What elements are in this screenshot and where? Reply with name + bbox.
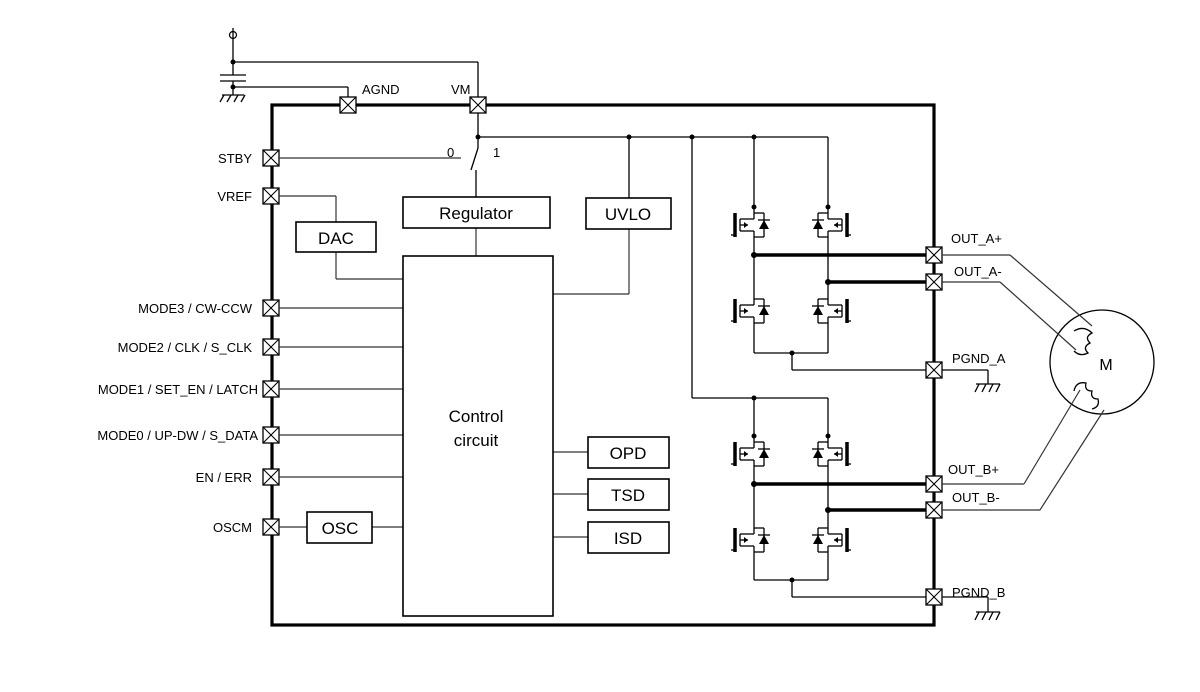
vm-switch bbox=[470, 113, 481, 197]
pin-pgnd-a bbox=[925, 361, 943, 379]
pin-vm bbox=[469, 96, 487, 114]
pin-mode0 bbox=[262, 426, 280, 444]
pin-label-pgnd-a: PGND_A bbox=[952, 351, 1006, 366]
pin-stby bbox=[262, 149, 280, 167]
dac-block bbox=[295, 221, 377, 253]
isd-block bbox=[587, 521, 670, 554]
left-wiring bbox=[279, 157, 630, 538]
h-bridge-a bbox=[729, 137, 926, 371]
dac-label: DAC bbox=[318, 229, 354, 248]
pin-label-vref: VREF bbox=[217, 189, 252, 204]
isd-label: ISD bbox=[614, 529, 642, 548]
mosfet-icon bbox=[729, 434, 772, 474]
pin-out-b-minus bbox=[925, 501, 943, 519]
pin-oscm bbox=[262, 518, 280, 536]
ground-icon bbox=[219, 94, 246, 103]
regulator-label: Regulator bbox=[439, 204, 513, 223]
uvlo-block bbox=[585, 197, 672, 230]
regulator-block bbox=[402, 196, 551, 229]
pin-label-out-a-plus: OUT_A+ bbox=[951, 231, 1002, 246]
mosfet-icon bbox=[729, 520, 772, 560]
external-supply bbox=[219, 28, 479, 103]
pin-en bbox=[262, 468, 280, 486]
pin-out-a-minus bbox=[925, 273, 943, 291]
pin-label-mode3: MODE3 / CW-CCW bbox=[138, 301, 253, 316]
mosfet-icon bbox=[810, 434, 853, 474]
tsd-label: TSD bbox=[611, 486, 645, 505]
pin-label-vm: VM bbox=[451, 82, 471, 97]
switch-pos0-label: 0 bbox=[447, 145, 454, 160]
vm-bus bbox=[478, 134, 828, 401]
coil-b-icon bbox=[1073, 382, 1100, 410]
osc-label: OSC bbox=[322, 519, 359, 538]
pin-out-b-plus bbox=[925, 475, 943, 493]
pin-vref bbox=[262, 187, 280, 205]
pin-label-en: EN / ERR bbox=[196, 470, 252, 485]
pin-pgnd-b bbox=[925, 588, 943, 606]
pin-label-mode0: MODE0 / UP-DW / S_DATA bbox=[97, 428, 258, 443]
switch-pos1-label: 1 bbox=[493, 145, 500, 160]
pin-label-out-a-minus: OUT_A- bbox=[954, 264, 1002, 279]
control-circuit-block bbox=[402, 255, 554, 617]
tsd-block bbox=[587, 478, 670, 511]
pin-label-pgnd-b: PGND_B bbox=[952, 585, 1005, 600]
pin-mode1 bbox=[262, 380, 280, 398]
ground-icon bbox=[942, 596, 1001, 621]
pin-agnd bbox=[339, 96, 357, 114]
motor-label: M bbox=[1099, 357, 1112, 374]
switch-arm bbox=[470, 147, 479, 171]
pin-label-oscm: OSCM bbox=[213, 520, 252, 535]
control-circuit-label-line1: Control bbox=[449, 407, 504, 426]
uvlo-label: UVLO bbox=[605, 205, 651, 224]
pin-label-mode2: MODE2 / CLK / S_CLK bbox=[118, 340, 253, 355]
pin-label-out-b-minus: OUT_B- bbox=[952, 490, 1000, 505]
h-bridge-b bbox=[729, 398, 926, 598]
ground-icon bbox=[942, 369, 1001, 393]
pin-out-a-plus bbox=[925, 246, 943, 264]
mosfet-icon bbox=[810, 291, 853, 331]
mosfet-icon bbox=[729, 291, 772, 331]
control-circuit-label-line2: circuit bbox=[454, 431, 499, 450]
opd-label: OPD bbox=[610, 444, 647, 463]
pin-mode3 bbox=[262, 299, 280, 317]
pin-label-mode1: MODE1 / SET_EN / LATCH bbox=[98, 382, 258, 397]
mosfet-icon bbox=[810, 520, 853, 560]
opd-block bbox=[587, 436, 670, 469]
pin-label-out-b-plus: OUT_B+ bbox=[948, 462, 999, 477]
motor bbox=[942, 254, 1155, 511]
pin-label-agnd: AGND bbox=[362, 82, 400, 97]
pin-label-stby: STBY bbox=[218, 151, 252, 166]
left-pins bbox=[262, 149, 280, 536]
coil-a-icon bbox=[1073, 327, 1094, 356]
mosfet-icon bbox=[729, 205, 772, 245]
pin-mode2 bbox=[262, 338, 280, 356]
mosfet-icon bbox=[810, 205, 853, 245]
osc-block bbox=[306, 511, 373, 544]
